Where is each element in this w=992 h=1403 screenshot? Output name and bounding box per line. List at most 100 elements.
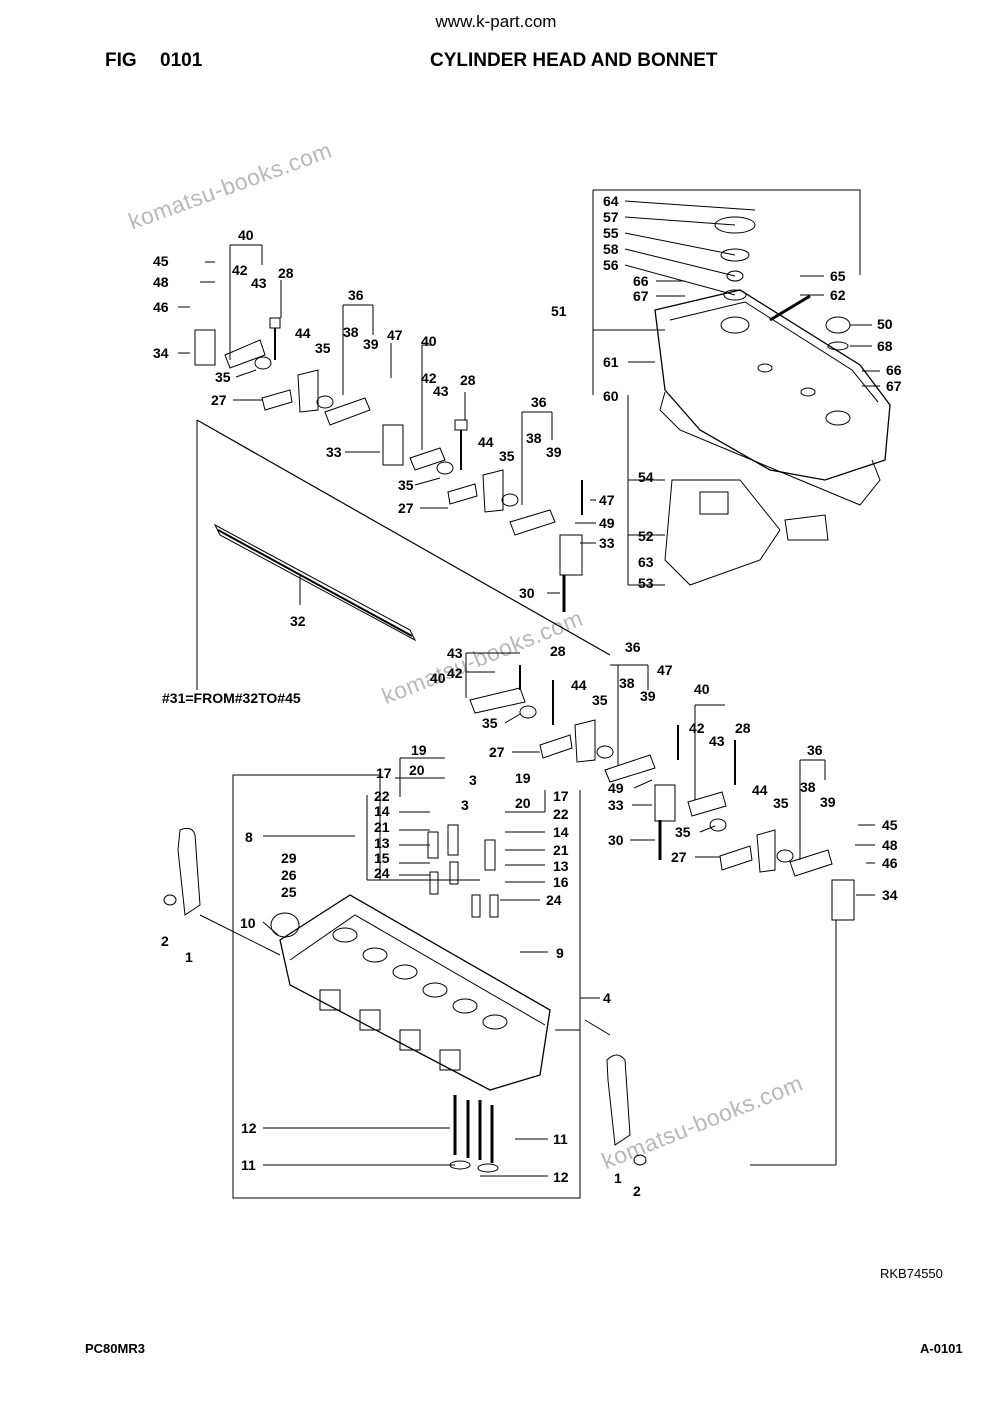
part-label: 44 xyxy=(752,782,768,798)
bonnet-frame xyxy=(593,189,861,275)
model-name: PC80MR3 xyxy=(85,1341,145,1356)
part-label: 20 xyxy=(515,795,531,811)
part-label: 24 xyxy=(374,865,390,881)
bonnet-gasket-shape xyxy=(659,391,881,506)
part-label: 67 xyxy=(886,378,902,394)
part-label: 12 xyxy=(553,1169,569,1185)
part-label: 34 xyxy=(153,345,169,361)
part-label: 28 xyxy=(550,643,566,659)
part-label: 64 xyxy=(603,193,619,209)
part-label: 38 xyxy=(800,779,816,795)
part-label: 33 xyxy=(599,535,615,551)
part-label: 42 xyxy=(421,370,437,386)
part-label: 21 xyxy=(553,842,569,858)
part-label: 19 xyxy=(515,770,531,786)
part-label: 54 xyxy=(638,469,654,485)
part-label: 43 xyxy=(447,645,463,661)
drawing-reference: RKB74550 xyxy=(880,1266,943,1281)
part-label: 42 xyxy=(232,262,248,278)
part-label: 47 xyxy=(387,327,403,343)
part-label: 40 xyxy=(421,333,437,349)
part-label: 35 xyxy=(592,692,608,708)
part-label: 38 xyxy=(526,430,542,446)
part-label: 33 xyxy=(326,444,342,460)
part-label: 29 xyxy=(281,850,297,866)
part-label: 11 xyxy=(241,1157,256,1173)
part-label: 10 xyxy=(240,915,256,931)
part-label: 35 xyxy=(499,448,515,464)
part-label: 49 xyxy=(599,515,615,531)
part-label: 33 xyxy=(608,797,624,813)
part-label: 40 xyxy=(430,670,446,686)
part-label: 63 xyxy=(638,554,654,570)
part-label: 51 xyxy=(551,303,567,319)
part-label: 66 xyxy=(633,273,649,289)
part-label: 13 xyxy=(374,835,390,851)
part-label: 12 xyxy=(241,1120,257,1136)
part-label: 32 xyxy=(290,613,306,629)
part-label: 43 xyxy=(709,733,725,749)
part-label: 25 xyxy=(281,884,297,900)
part-label: 14 xyxy=(553,824,569,840)
part-label: 24 xyxy=(546,892,562,908)
cylinder-head-shape xyxy=(279,894,551,1091)
fig-label: FIG xyxy=(105,50,137,71)
part-label: 4 xyxy=(603,990,611,1006)
part-label: 28 xyxy=(278,265,294,281)
part-label: 35 xyxy=(675,824,691,840)
part-label: 17 xyxy=(553,788,569,804)
part-label: 27 xyxy=(398,500,414,516)
part-label: 53 xyxy=(638,575,654,591)
part-label: 2 xyxy=(633,1183,641,1199)
part-label: 40 xyxy=(238,227,254,243)
part-label: 19 xyxy=(411,742,427,758)
lifting-eye-right xyxy=(606,1054,631,1146)
assembly-note: #31=FROM#32TO#45 xyxy=(162,690,301,706)
part-label: 20 xyxy=(409,762,425,778)
part-label: 3 xyxy=(469,772,477,788)
part-label: 17 xyxy=(376,765,392,781)
page-number: A-0101 xyxy=(920,1341,963,1356)
part-label: 22 xyxy=(553,806,569,822)
part-label: 42 xyxy=(447,665,463,681)
part-label: 34 xyxy=(882,887,898,903)
part-label: 36 xyxy=(531,394,547,410)
part-label: 47 xyxy=(657,662,673,678)
part-label: 38 xyxy=(619,675,635,691)
part-label: 1 xyxy=(185,949,193,965)
part-label: 35 xyxy=(398,477,414,493)
part-label: 60 xyxy=(603,388,619,404)
fig-number: 0101 xyxy=(160,50,203,71)
part-label: 45 xyxy=(882,817,898,833)
rocker-shaft-shape xyxy=(213,523,417,642)
figure-title: CYLINDER HEAD AND BONNET xyxy=(430,50,718,71)
part-label: 35 xyxy=(482,715,498,731)
part-label: 14 xyxy=(374,803,390,819)
part-label: 21 xyxy=(374,819,390,835)
part-label: 27 xyxy=(211,392,227,408)
part-label: 45 xyxy=(153,253,169,269)
part-label: 48 xyxy=(153,274,169,290)
part-label: 3 xyxy=(461,797,469,813)
part-label: 42 xyxy=(689,720,705,736)
part-label: 55 xyxy=(603,225,619,241)
part-label: 46 xyxy=(153,299,169,315)
part-label: 39 xyxy=(820,794,836,810)
part-label: 50 xyxy=(877,316,893,332)
part-label: 39 xyxy=(363,336,379,352)
part-label: 56 xyxy=(603,257,619,273)
part-label: 47 xyxy=(599,492,615,508)
part-label: 15 xyxy=(374,850,390,866)
part-label: 30 xyxy=(519,585,535,601)
part-label: 61 xyxy=(603,354,619,370)
part-label: 36 xyxy=(348,287,364,303)
part-label: 16 xyxy=(553,874,569,890)
part-label: 46 xyxy=(882,855,898,871)
part-label: 58 xyxy=(603,241,619,257)
part-label: 65 xyxy=(830,268,846,284)
part-label: 68 xyxy=(877,338,893,354)
part-label: 36 xyxy=(625,639,641,655)
part-label: 66 xyxy=(886,362,902,378)
part-label: 49 xyxy=(608,780,624,796)
